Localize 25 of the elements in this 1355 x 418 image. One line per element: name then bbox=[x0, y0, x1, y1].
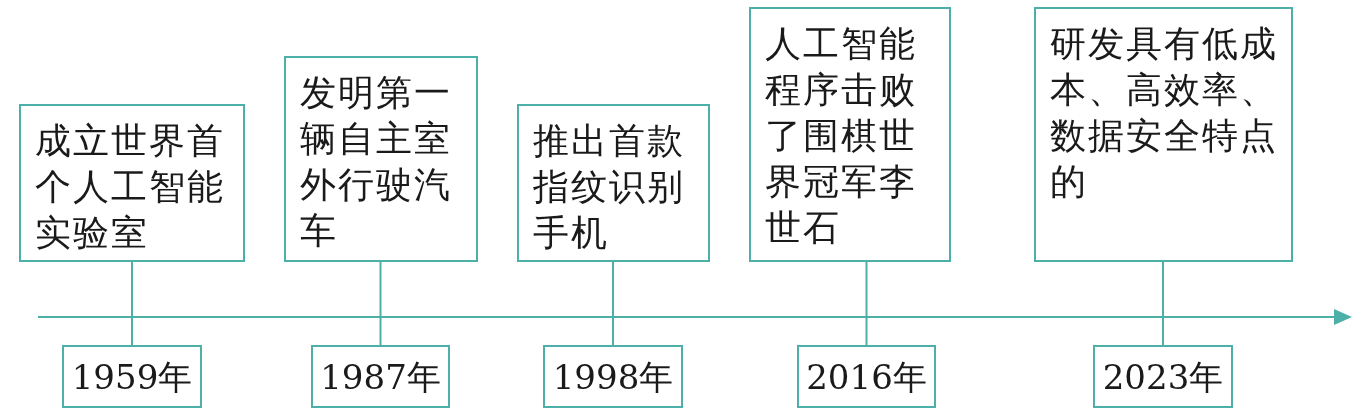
event-text: 发明第一辆自主室外行驶汽车 bbox=[300, 71, 453, 253]
year-box bbox=[1093, 345, 1233, 408]
event-card bbox=[284, 56, 478, 262]
year-label: 2023年 bbox=[1102, 356, 1224, 397]
connector-line bbox=[131, 261, 133, 346]
event-text: 人工智能程序击败了围棋世界冠军李世石 bbox=[765, 22, 918, 250]
year-box bbox=[543, 345, 683, 408]
connector-line bbox=[1162, 261, 1164, 346]
event-text: 成立世界首个人工智能实验室 bbox=[35, 119, 226, 255]
connector-line bbox=[612, 261, 614, 346]
year-label: 1959年 bbox=[71, 356, 193, 397]
year-label: 1987年 bbox=[320, 356, 441, 397]
event-card bbox=[1034, 7, 1293, 262]
event-card bbox=[19, 104, 245, 262]
event-text: 推出首款指纹识别手机 bbox=[533, 119, 686, 255]
year-label: 1998年 bbox=[552, 356, 674, 397]
event-text: 研发具有低成本、高效率、数据安全特点的 bbox=[1050, 22, 1279, 204]
event-card bbox=[517, 104, 710, 262]
connector-line bbox=[379, 261, 382, 346]
event-card bbox=[749, 7, 951, 262]
year-box bbox=[62, 345, 202, 408]
year-label: 2016年 bbox=[806, 356, 927, 397]
year-box bbox=[311, 345, 450, 408]
year-box bbox=[797, 345, 936, 408]
connector-line bbox=[865, 261, 868, 346]
